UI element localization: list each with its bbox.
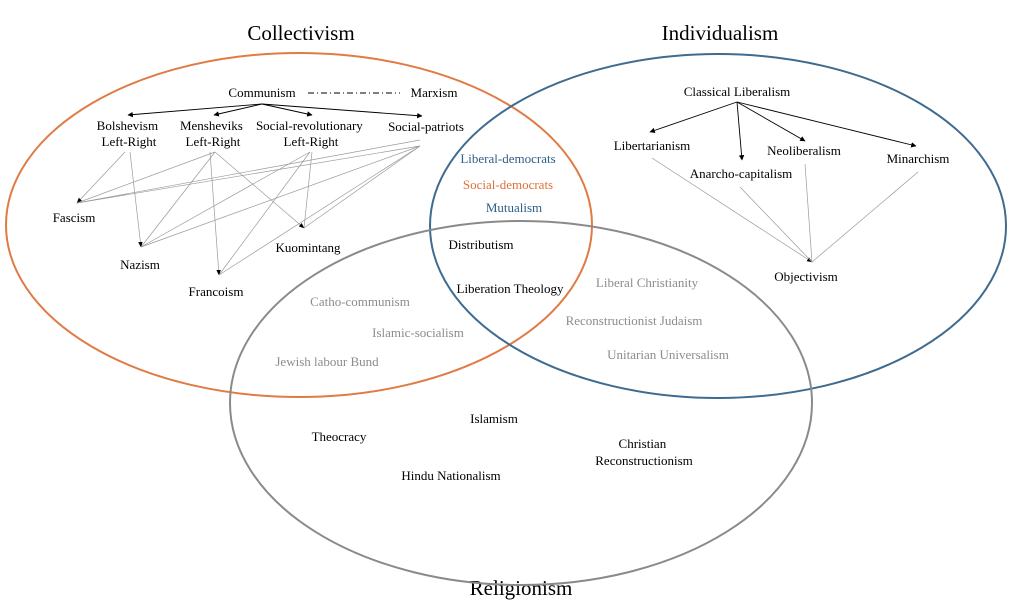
liberal-democrats-label: Liberal-democrats (460, 151, 555, 166)
classical-liberalism-label: Classical Liberalism (684, 84, 791, 99)
minarchism-label: Minarchism (887, 151, 950, 166)
islamism-label: Islamism (470, 411, 518, 426)
anarcho-capitalism-label: Anarcho-capitalism (690, 166, 793, 181)
libertarianism-label: Libertarianism (614, 138, 691, 153)
collectivism-title: Collectivism (247, 21, 354, 45)
jewish-labour-bund-label: Jewish labour Bund (275, 354, 379, 369)
social-democrats-label: Social-democrats (463, 177, 553, 192)
collectivism-connectors (76, 139, 421, 276)
social-patriots-label: Social-patriots (388, 119, 464, 134)
fascism-label: Fascism (53, 210, 96, 225)
mensheviks-label: Mensheviks Left-Right (180, 118, 246, 149)
individualism-circle (429, 53, 1007, 399)
individualism-title: Individualism (662, 21, 779, 45)
collectivism-circle (5, 52, 593, 398)
liberation-theology-label: Liberation Theology (457, 281, 564, 296)
hindu-nationalism-label: Hindu Nationalism (401, 468, 500, 483)
unitarian-universalism-label: Unitarian Universalism (607, 347, 729, 362)
marxism-label: Marxism (411, 85, 458, 100)
objectivism-connectors (651, 157, 919, 263)
neoliberalism-label: Neoliberalism (767, 143, 841, 158)
objectivism-label: Objectivism (774, 269, 838, 284)
reconstructionist-judaism-label: Reconstructionist Judaism (566, 313, 703, 328)
religionism-title: Religionism (470, 576, 573, 600)
communism-arrows (127, 103, 423, 119)
bolshevism-label: Bolshevism Left-Right (97, 118, 162, 149)
mutualism-label: Mutualism (486, 200, 542, 215)
islamic-socialism-label: Islamic-socialism (372, 325, 464, 340)
liberal-christianity-label: Liberal Christianity (596, 275, 699, 290)
nazism-label: Nazism (120, 257, 160, 272)
francoism-label: Francoism (189, 284, 244, 299)
distributism-label: Distributism (448, 237, 513, 252)
communism-label: Communism (228, 85, 295, 100)
catho-communism-label: Catho-communism (310, 294, 410, 309)
classical-liberalism-arrows (649, 101, 917, 161)
christian-reconstructionism-label: Christian Reconstructionism (595, 436, 693, 468)
theocracy-label: Theocracy (312, 429, 367, 444)
religionism-circle (229, 220, 813, 586)
kuomintang-label: Kuomintang (276, 240, 341, 255)
social-revolutionary-label: Social-revolutionary Left-Right (256, 118, 366, 149)
